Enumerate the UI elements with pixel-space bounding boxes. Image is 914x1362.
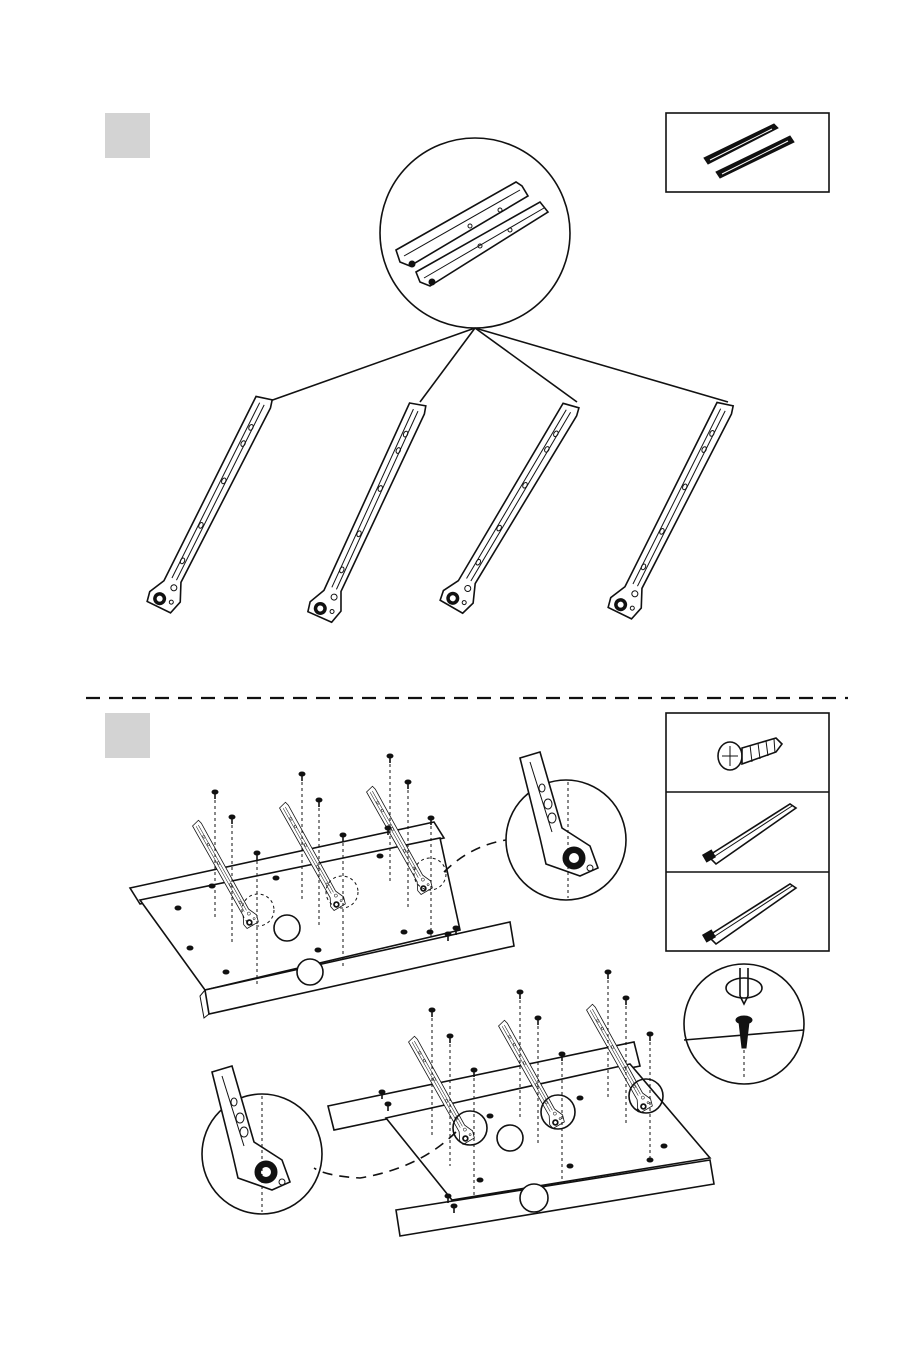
- drawer-slide-pair-icon: [704, 124, 794, 178]
- screwdriver-tip-icon: [726, 968, 762, 1004]
- callout-circle: [520, 1184, 548, 1212]
- step-1-parts-box: [666, 113, 829, 192]
- rail-2: [306, 395, 431, 624]
- magnifier-leader-lines: [267, 328, 728, 402]
- rail-3: [438, 395, 584, 615]
- rail-pair-magnifier: [380, 138, 570, 328]
- screw-icon: [718, 738, 782, 770]
- callout-circle: [497, 1125, 523, 1151]
- rail-pair-closeup: [396, 182, 548, 286]
- step-1-panel: [105, 113, 829, 624]
- callout-circle: [274, 915, 300, 941]
- rail-1: [145, 388, 277, 614]
- screwdriver-detail: [684, 964, 804, 1084]
- step-2-parts-box: [666, 713, 829, 951]
- lower-zoom-detail: [202, 1066, 322, 1214]
- upper-drawer-frame: [130, 754, 514, 1018]
- step-2-number-box: [105, 713, 150, 758]
- step-1-number-box: [105, 113, 150, 158]
- lower-drawer-frame: [314, 970, 714, 1236]
- right-drawer-slide-icon: [703, 884, 796, 944]
- upper-zoom-leader: [444, 840, 506, 872]
- left-drawer-slide-icon: [703, 804, 796, 864]
- screw-closeup-icon: [736, 1016, 752, 1048]
- callout-circle: [297, 959, 323, 985]
- upper-zoom-detail: [506, 752, 626, 900]
- rail-4: [606, 394, 738, 620]
- step-2-panel: [105, 713, 829, 1236]
